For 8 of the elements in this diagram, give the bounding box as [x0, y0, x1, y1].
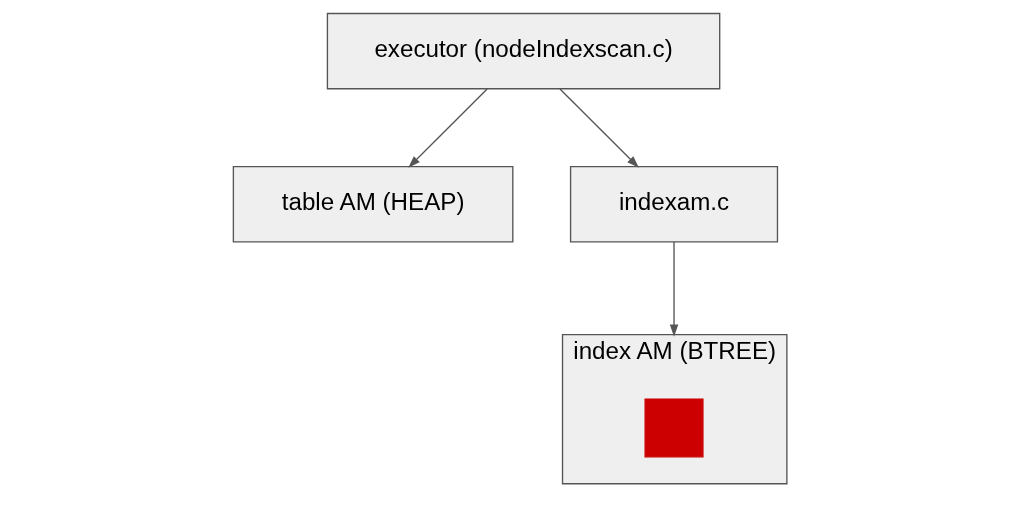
node-box: table AM (HEAP): [232, 166, 513, 243]
node-box: indexam.c: [569, 166, 778, 243]
cluster: index AM (BTREE): [561, 333, 788, 485]
node-box: [643, 398, 704, 458]
arrow: [669, 241, 678, 337]
arrow: [407, 88, 488, 168]
node-box: executor (nodeIndexscan.c): [326, 12, 720, 90]
arrow: [558, 88, 639, 168]
